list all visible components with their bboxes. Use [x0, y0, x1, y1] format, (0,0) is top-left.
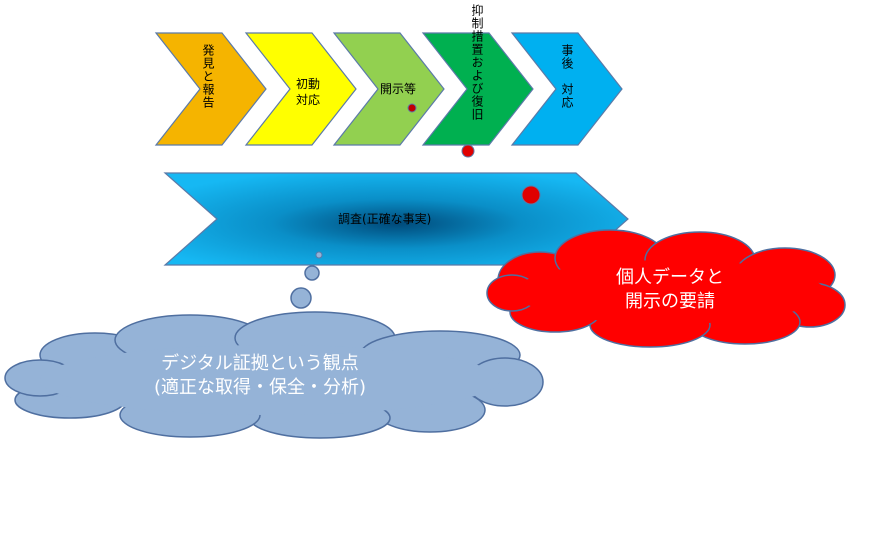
step-label-initial-response: 初動対応	[296, 77, 321, 107]
blue-cloud-text: デジタル証拠という観点 (適正な取得・保全・分析)	[100, 352, 420, 400]
investigation-label: 調査(正確な事実)	[338, 212, 432, 226]
blue-cloud	[4, 311, 544, 439]
dot-investigation-small	[315, 251, 323, 259]
dot-containment	[461, 144, 475, 158]
step-chevron-discovery	[154, 32, 267, 146]
red-cloud-line-2: 開示の要請	[625, 291, 715, 312]
step-chevron-post-incident	[510, 32, 623, 146]
step-label-containment: 抑制措置および復旧	[470, 4, 484, 121]
red-cloud-line-1: 個人データと	[616, 267, 724, 288]
thought-bubble-small	[304, 265, 320, 281]
step-chevron-containment	[421, 32, 534, 146]
thought-bubble-large	[290, 287, 312, 309]
step-chevron-initial-response	[244, 32, 357, 146]
step-label-post-incident: 事後 対応	[560, 44, 574, 109]
red-cloud	[486, 229, 846, 348]
step-label-discovery: 発見と報告	[201, 44, 215, 109]
red-cloud-text: 個人データと 開示の要請	[560, 266, 780, 314]
blue-cloud-line-2: (適正な取得・保全・分析)	[153, 377, 367, 398]
step-label-disclosure: 開示等	[380, 82, 417, 96]
dot-investigation-red	[521, 185, 541, 205]
step-chevron-disclosure	[332, 32, 445, 146]
dot-disclosure	[407, 103, 417, 113]
blue-cloud-line-1: デジタル証拠という観点	[161, 353, 359, 374]
